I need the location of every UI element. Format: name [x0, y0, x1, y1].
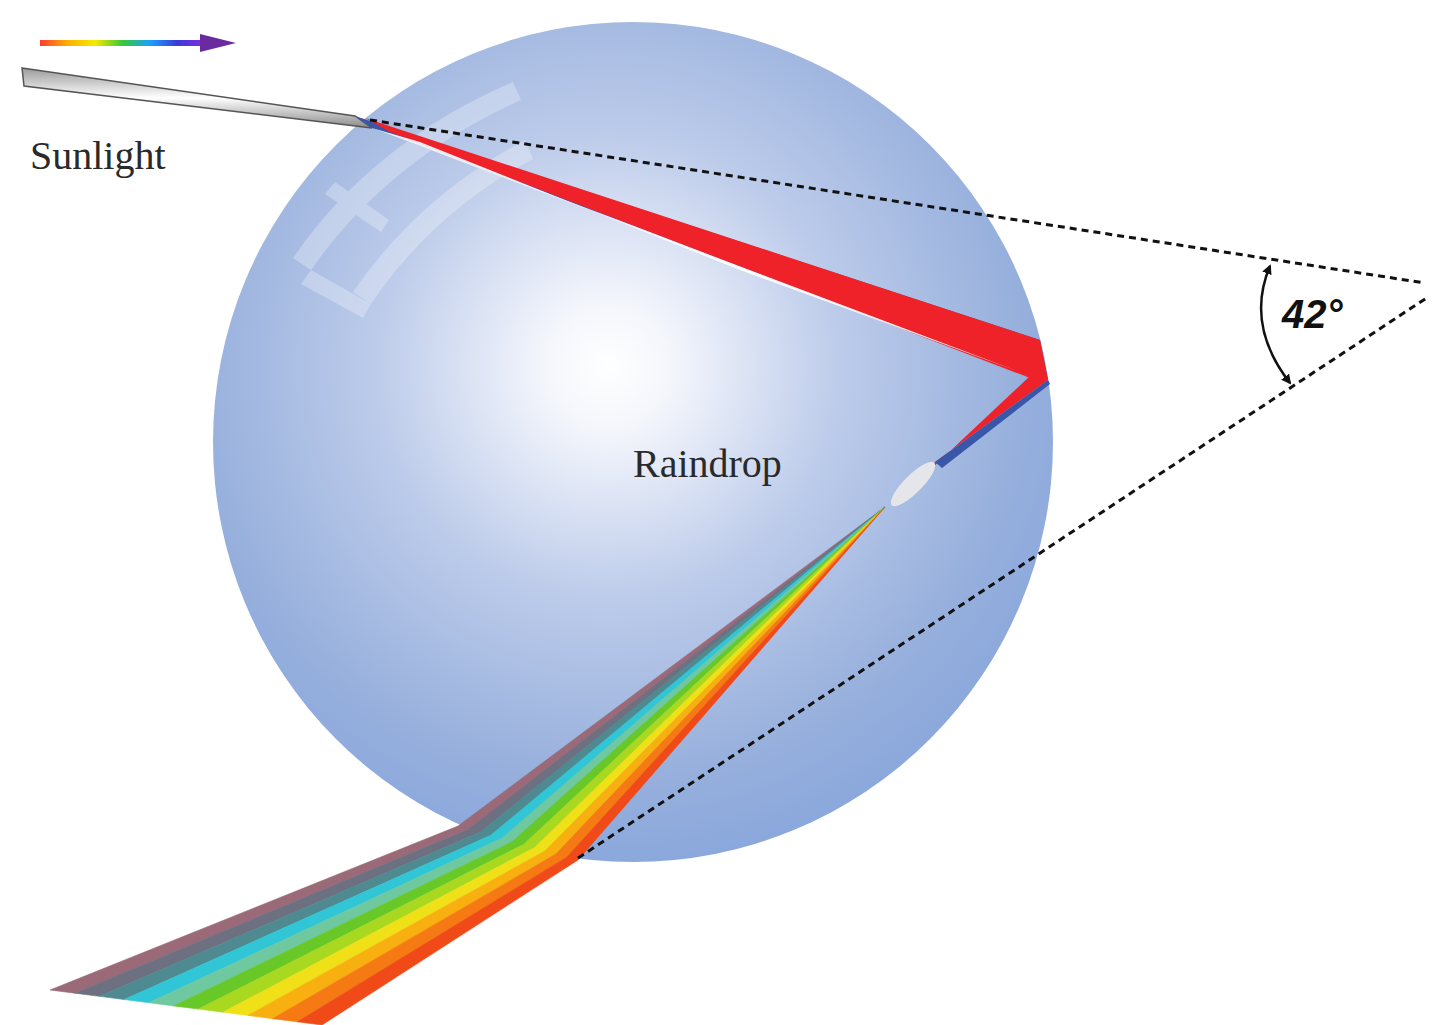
- node-label: Raindrop: [633, 440, 782, 487]
- sunlight-label: Sunlight: [30, 132, 166, 179]
- raindrop-circle: Raindrop: [213, 22, 1053, 862]
- angle-label: 42°: [1282, 292, 1343, 337]
